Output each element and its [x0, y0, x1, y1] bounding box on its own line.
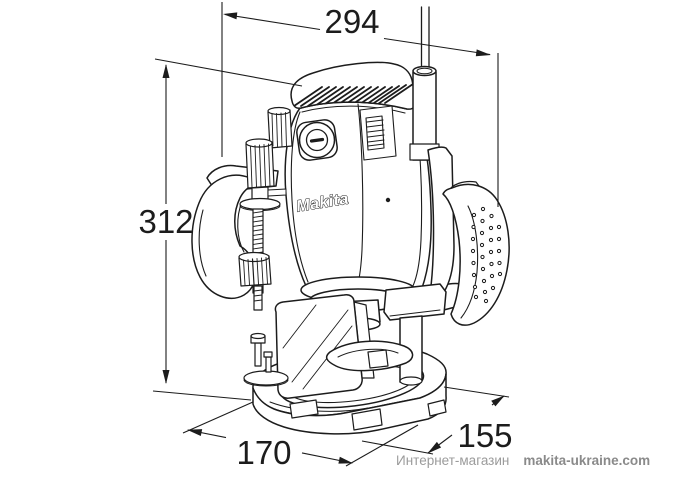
extension-line [361, 440, 434, 455]
dimension-base-depth [361, 386, 510, 455]
arrowhead [162, 370, 170, 384]
dimension-line [383, 37, 491, 56]
dimension-annotations: 294 312 170 155 [138, 2, 513, 471]
power-dial [296, 119, 338, 161]
plunge-column [383, 283, 447, 386]
housing-screw-hole [385, 197, 391, 203]
speed-dial-wheel [359, 105, 397, 161]
dimension-value-height: 312 [138, 203, 193, 240]
dimension-line [224, 13, 321, 31]
right-handle [442, 180, 510, 326]
depth-turret [243, 332, 289, 387]
plunge-lever [325, 340, 414, 372]
extension-line [152, 390, 252, 401]
arrowhead [475, 49, 491, 57]
arrowhead [187, 429, 203, 436]
plunge-rod [409, 6, 440, 161]
watermark-site-link: makita-ukraine.com [523, 453, 651, 468]
watermark-store-label: Интернет-магазин [396, 453, 510, 468]
arrowhead [427, 441, 442, 454]
extension-line [345, 424, 419, 467]
dimension-value-base-width: 170 [236, 434, 291, 471]
router-illustration: Makita [191, 6, 510, 435]
motor-cap [290, 61, 417, 110]
motor-housing [284, 61, 432, 296]
arrowhead [491, 395, 505, 407]
handle-mount [427, 146, 455, 295]
extension-line [154, 58, 303, 87]
base-front-latch [351, 408, 383, 431]
dimension-overall-width [221, 2, 499, 207]
dial-minus-mark [309, 137, 325, 143]
vent-ribs [293, 83, 414, 107]
dimension-overall-height [152, 58, 303, 401]
stop-flange [239, 197, 281, 211]
dimension-value-base-depth: 155 [457, 417, 512, 454]
base-clamp-boss [289, 399, 319, 419]
extension-line [443, 386, 510, 398]
arrowhead [338, 456, 353, 464]
dimension-base-width [182, 401, 419, 467]
arrowhead [162, 64, 170, 78]
watermark: Интернет-магазин makita-ukraine.com [396, 452, 650, 470]
extension-line [182, 401, 254, 434]
arrowhead [223, 12, 238, 20]
dimension-value-width: 294 [324, 3, 379, 40]
grip-dots [470, 206, 503, 304]
depth-stop-assembly [238, 106, 293, 311]
